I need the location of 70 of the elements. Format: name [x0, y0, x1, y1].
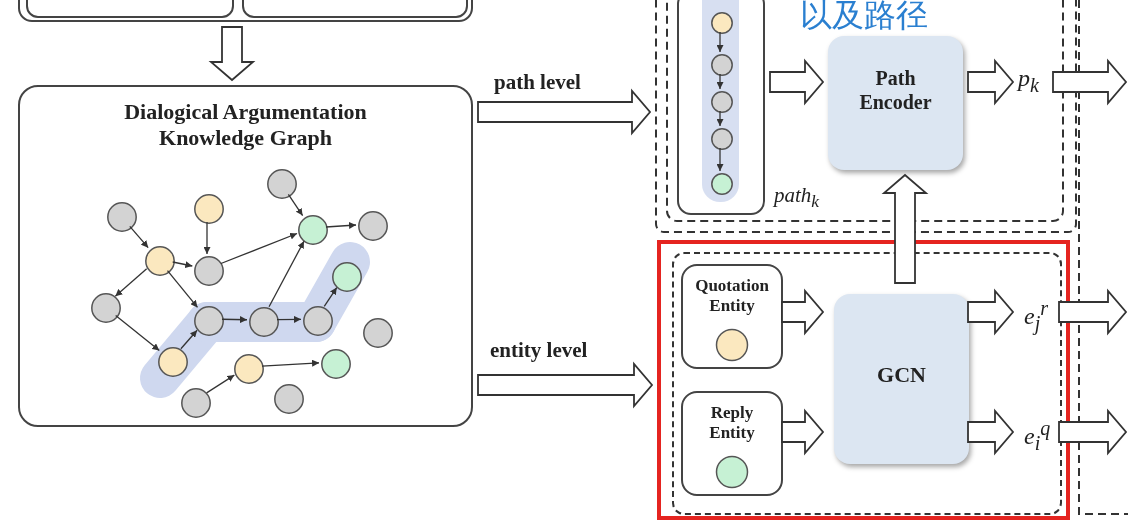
arrow [220, 232, 298, 265]
graph-node [321, 349, 351, 379]
arrow [716, 147, 724, 172]
arrow [323, 286, 338, 308]
arrow [180, 329, 198, 350]
arrow [114, 268, 148, 297]
hollow-arrow [781, 288, 825, 336]
arrow [115, 314, 160, 352]
annotation-text: 以及路径 [800, 0, 928, 34]
graph-node [711, 54, 733, 76]
module-box [828, 36, 963, 170]
hollow-arrow [477, 88, 652, 136]
graph-node [234, 354, 264, 384]
graph-node [267, 169, 297, 199]
box-title: Quotation Entity [694, 275, 770, 317]
arrow [325, 221, 357, 229]
arrow [221, 316, 248, 324]
graph-node [145, 246, 175, 276]
hollow-arrow [1058, 408, 1128, 456]
path-label: path$_{k}$ [774, 185, 820, 211]
arrow [716, 110, 724, 127]
box-title: GCN [876, 361, 927, 389]
rounded-box [681, 264, 783, 369]
graph-node [181, 388, 211, 418]
hollow-arrow [967, 408, 1015, 456]
arrow [172, 261, 193, 269]
graph-node [274, 384, 304, 414]
arrow [268, 240, 305, 308]
graph-node [194, 194, 224, 224]
graph-node [107, 202, 137, 232]
hollow-arrow [1052, 58, 1128, 106]
module-box [834, 294, 969, 464]
graph-node [358, 211, 388, 241]
graph-node [711, 12, 733, 34]
hollow-arrow [881, 173, 929, 284]
arrow [287, 193, 304, 217]
graph-node [298, 215, 328, 245]
graph-node [158, 347, 188, 377]
arrow [716, 31, 724, 53]
arrow [276, 315, 302, 323]
graph-node [711, 173, 733, 195]
graph-node [194, 256, 224, 286]
arrow [716, 73, 724, 90]
box-title: Dialogical Argumentation Knowledge Graph [123, 98, 368, 152]
math-symbol: p$_{k}$ [1018, 66, 1048, 96]
box-title: Path Encoder [858, 66, 933, 114]
arrow [206, 374, 236, 394]
rounded-box [681, 391, 783, 496]
arrow [129, 225, 149, 249]
graph-node [711, 128, 733, 150]
hollow-arrow [769, 58, 825, 106]
rounded-box [18, 85, 473, 427]
graph-node [91, 293, 121, 323]
box-title: Reply Entity [708, 402, 756, 444]
graph-node [711, 91, 733, 113]
hollow-arrow [967, 58, 1015, 106]
graph-node [194, 306, 224, 336]
arrow [166, 269, 199, 309]
dashed-frame [655, 0, 1077, 233]
graph-node [249, 307, 279, 337]
hollow-arrow [967, 288, 1015, 336]
arrow [261, 359, 320, 367]
arrow [203, 221, 211, 255]
hollow-arrow [781, 408, 825, 456]
hollow-arrow [1058, 288, 1128, 336]
hollow-arrow [208, 26, 256, 82]
hollow-arrow [477, 361, 654, 409]
graph-node [332, 262, 362, 292]
graph-node [363, 318, 393, 348]
graph-node [303, 306, 333, 336]
